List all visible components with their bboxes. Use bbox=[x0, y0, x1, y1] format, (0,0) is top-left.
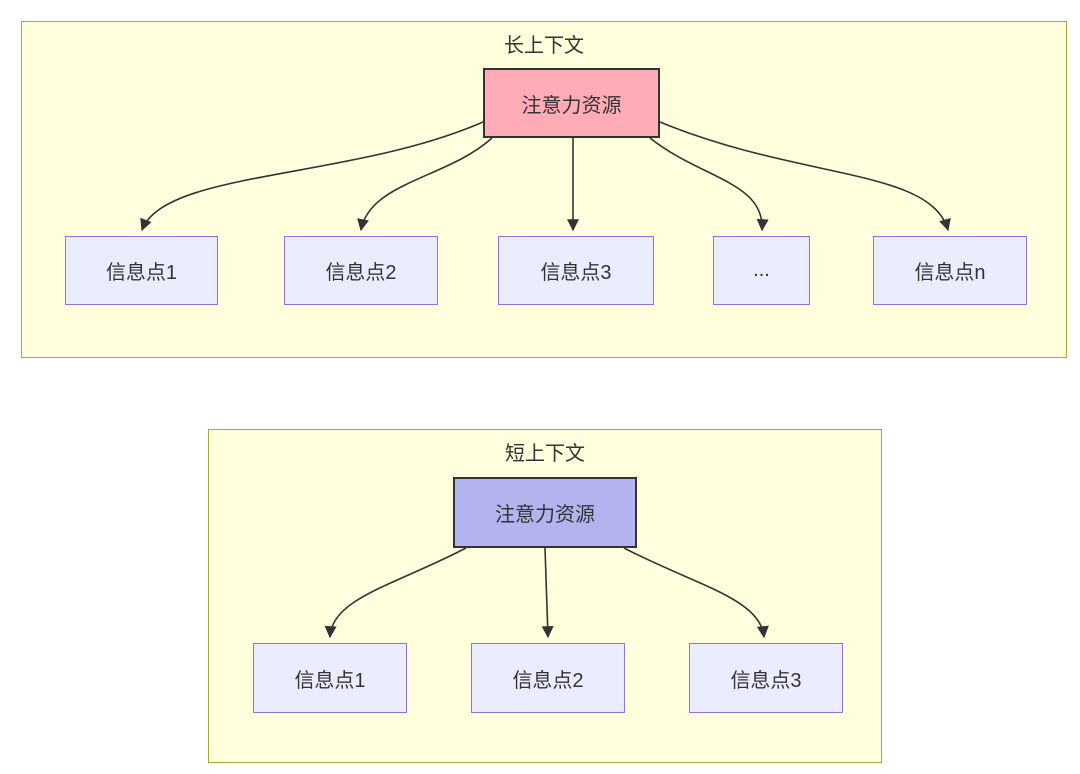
info-node-short-2: 信息点2 bbox=[471, 643, 625, 713]
info-node-short-1: 信息点1 bbox=[253, 643, 407, 713]
info-node-long-3: 信息点3 bbox=[498, 236, 654, 305]
info-node-long-n: 信息点n bbox=[873, 236, 1027, 305]
panel-long-context-title: 长上下文 bbox=[504, 35, 584, 57]
attention-source-node-long: 注意力资源 bbox=[483, 68, 660, 138]
attention-source-node-short: 注意力资源 bbox=[453, 477, 637, 548]
info-node-long-2: 信息点2 bbox=[284, 236, 438, 305]
panel-short-context-title: 短上下文 bbox=[505, 443, 585, 465]
info-node-short-3: 信息点3 bbox=[689, 643, 843, 713]
info-node-long-ellipsis: ... bbox=[713, 236, 810, 305]
info-node-long-1: 信息点1 bbox=[65, 236, 218, 305]
